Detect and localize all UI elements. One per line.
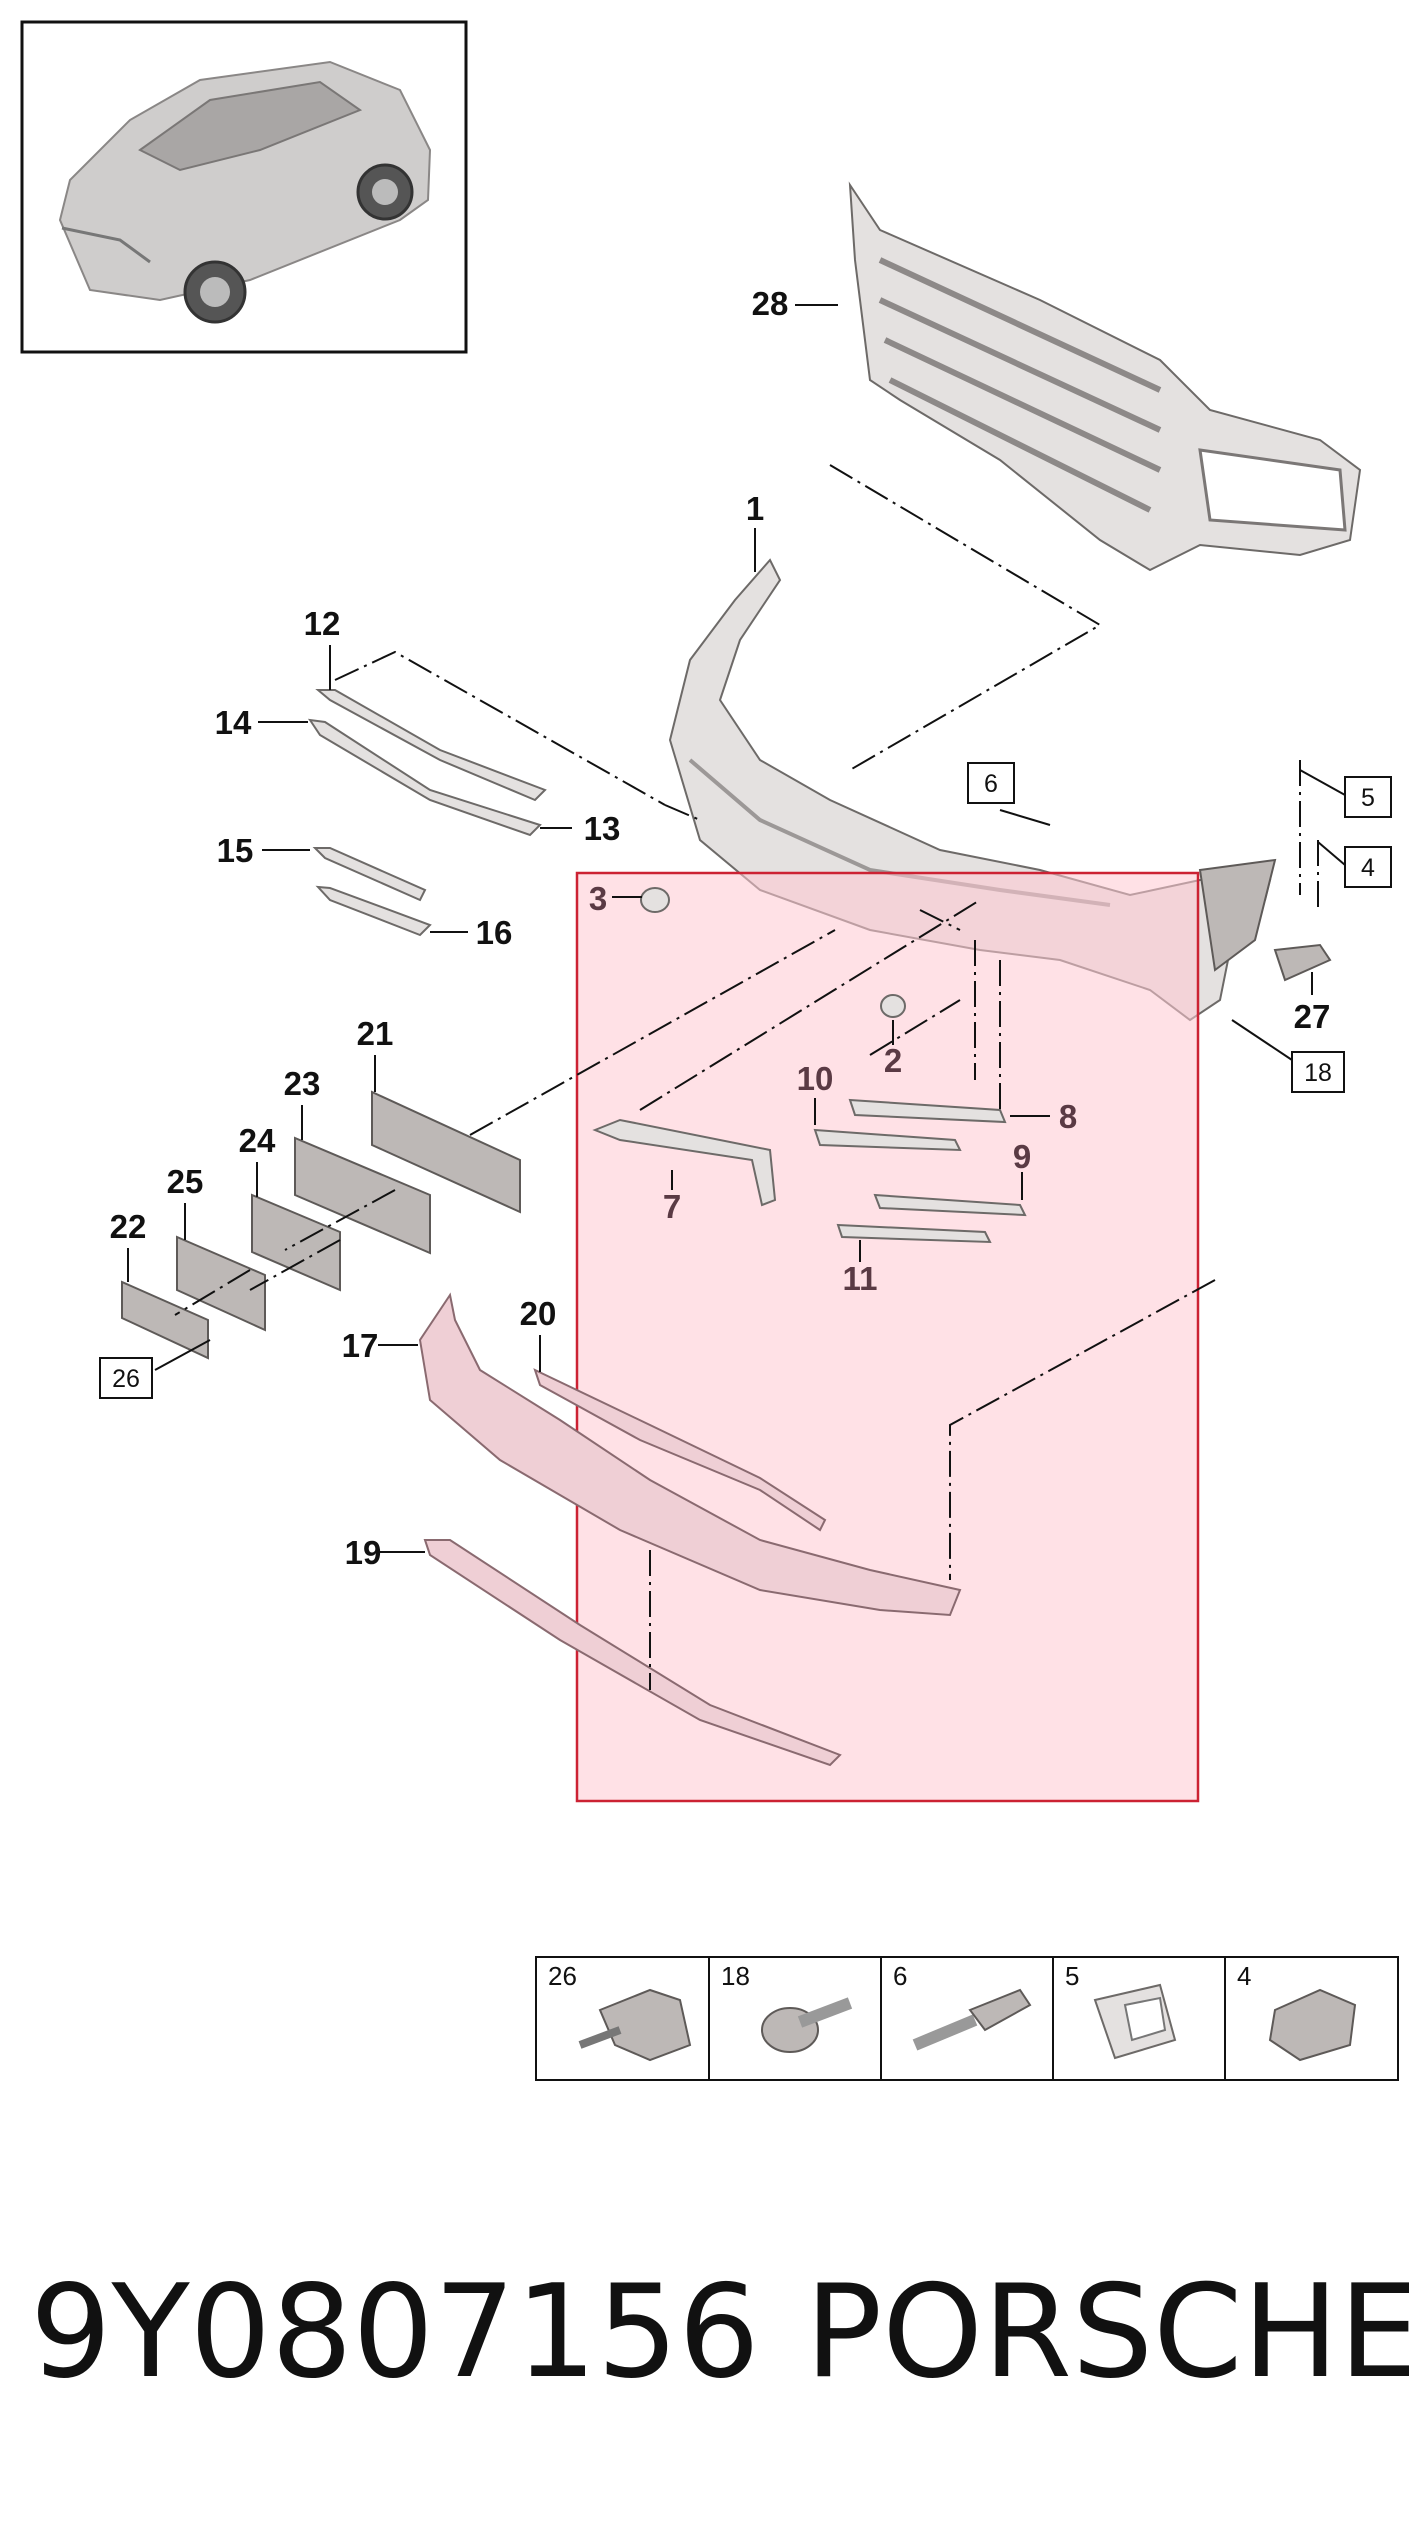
- boxed-callout-26: 26: [112, 1365, 140, 1393]
- callout-21: 21: [357, 1015, 394, 1052]
- callout-15: 15: [217, 832, 254, 869]
- callout-25: 25: [167, 1163, 204, 1200]
- retainer-nut-icon: [1268, 1988, 1357, 2062]
- footer: 9Y0807156 PORSCHE: [0, 2248, 1409, 2418]
- fastener-label-5: 5: [1065, 1961, 1079, 1991]
- fastener-table: 26 18 6 5 4: [535, 1956, 1399, 2081]
- lower-spoiler-part: [418, 1292, 962, 1617]
- highlight-region: [575, 871, 1200, 1803]
- callout-9: 9: [1013, 1138, 1031, 1175]
- callout-labels: 1 2 3 7 8 9 10 11 12 13 14 15 16 17 19 2…: [110, 285, 1331, 1571]
- callout-7: 7: [663, 1188, 681, 1225]
- trim-strips-group: [307, 689, 547, 937]
- callout-22: 22: [110, 1208, 147, 1245]
- callout-3: 3: [589, 880, 607, 917]
- brand-name: PORSCHE: [805, 2258, 1409, 2407]
- boxed-callout-5: 5: [1361, 784, 1375, 812]
- inner-small-parts: [592, 887, 1332, 1244]
- lower-strip-part: [423, 1539, 842, 1767]
- callout-8: 8: [1059, 1098, 1077, 1135]
- screw-icon: [761, 1997, 853, 2053]
- push-rivet-icon: [578, 1988, 692, 2062]
- callout-20: 20: [520, 1295, 557, 1332]
- leader-lines: [127, 304, 1346, 1553]
- assembly-lines: [174, 464, 1319, 1690]
- callout-27: 27: [1294, 998, 1331, 1035]
- callout-1: 1: [746, 490, 764, 527]
- callout-23: 23: [284, 1065, 321, 1102]
- callout-13: 13: [584, 810, 621, 847]
- boxed-callout-4: 4: [1361, 854, 1375, 882]
- plate-brackets-group: [121, 1090, 521, 1360]
- vehicle-thumbnail: [20, 20, 468, 354]
- boxed-callouts: 6 5 4 18 26: [99, 762, 1392, 1399]
- callout-28: 28: [752, 285, 789, 322]
- callout-19: 19: [345, 1534, 382, 1571]
- fastener-label-18: 18: [721, 1961, 750, 1991]
- boxed-callout-18: 18: [1304, 1059, 1332, 1087]
- callout-16: 16: [476, 914, 513, 951]
- fastener-label-4: 4: [1237, 1961, 1251, 1991]
- part-number: 9Y0807156: [30, 2258, 760, 2407]
- fastener-label-26: 26: [548, 1961, 577, 1991]
- callout-11: 11: [843, 1260, 878, 1297]
- bracket-clip-icon: [1093, 1983, 1177, 2060]
- fastener-label-6: 6: [893, 1961, 907, 1991]
- callout-2: 2: [884, 1042, 902, 1079]
- grille-frame-part: [848, 181, 1362, 572]
- trim-strip-part: [533, 1368, 827, 1532]
- callout-12: 12: [304, 605, 341, 642]
- callout-14: 14: [215, 704, 252, 741]
- callout-10: 10: [797, 1060, 834, 1097]
- boxed-callout-6: 6: [984, 770, 998, 798]
- callout-17: 17: [342, 1327, 379, 1364]
- expanding-clip-icon: [912, 1988, 1032, 2051]
- callout-24: 24: [239, 1122, 276, 1159]
